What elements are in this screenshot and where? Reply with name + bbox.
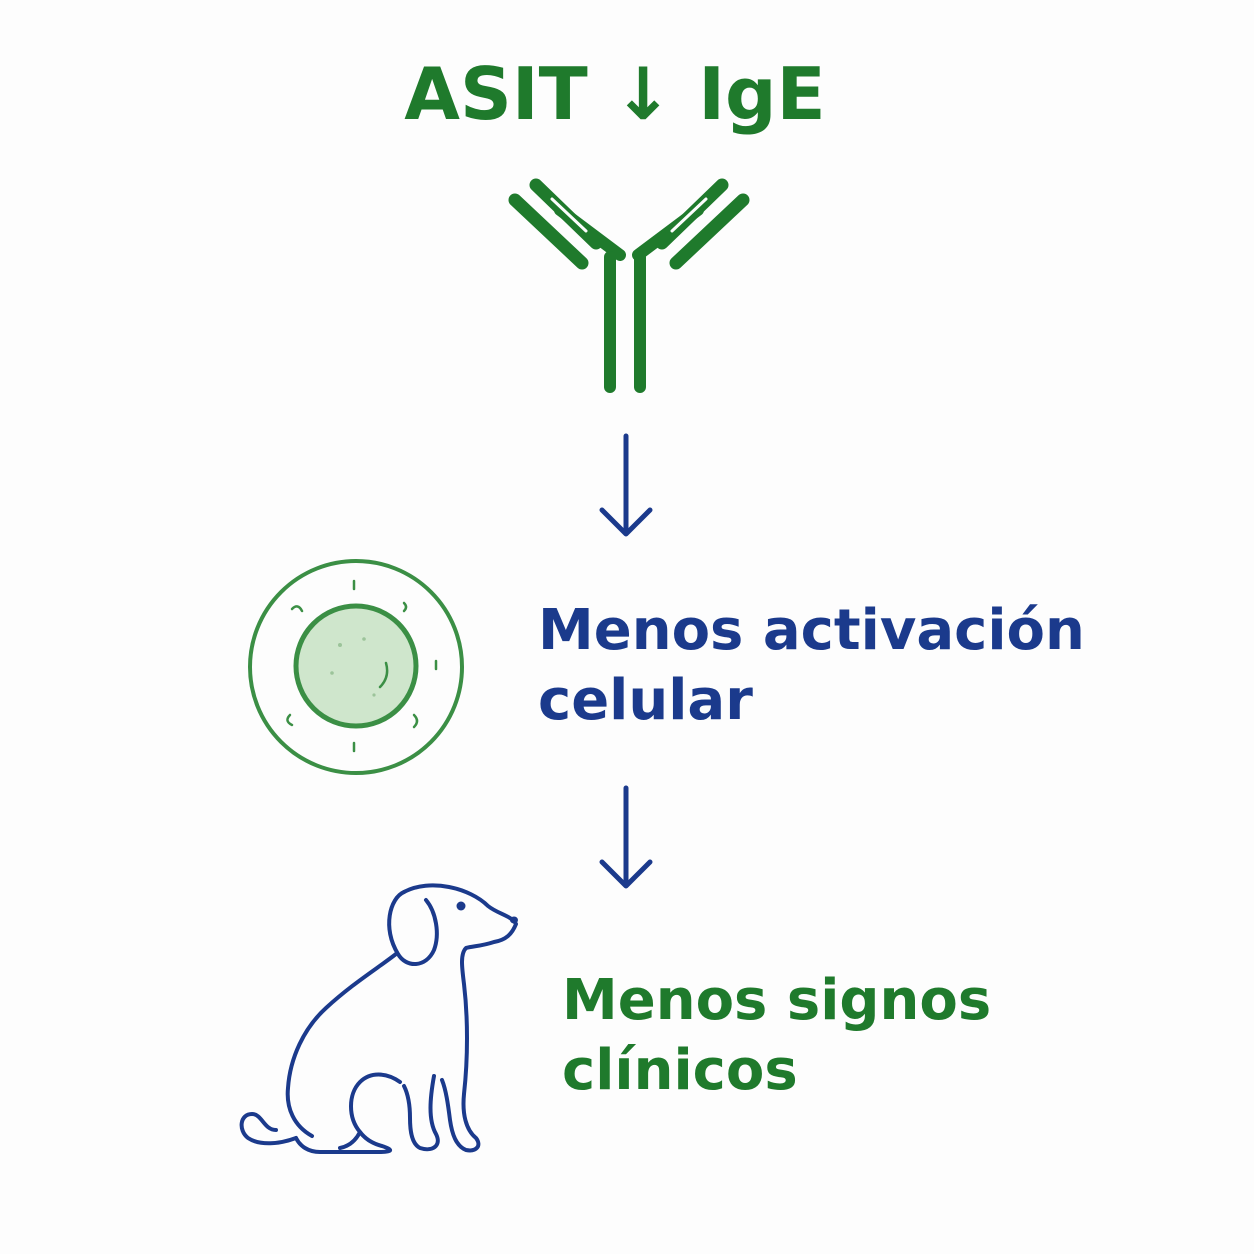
diagram-title: ASIT ↓ IgE [404, 52, 826, 136]
step-cell-activation-line1: Menos activación [538, 598, 1085, 663]
step-cell-activation-label: Menos activación celular [538, 596, 1085, 736]
antibody-icon [508, 178, 750, 393]
arrow-down-icon [599, 433, 653, 537]
step-clinical-signs-line1: Menos signos [562, 968, 992, 1033]
cell-icon [248, 559, 464, 775]
step-clinical-signs-line2: clínicos [562, 1038, 798, 1103]
arrow-down-icon [599, 785, 653, 889]
dog-icon [239, 883, 518, 1154]
step-cell-activation-line2: celular [538, 668, 753, 733]
step-clinical-signs-label: Menos signos clínicos [562, 966, 991, 1106]
